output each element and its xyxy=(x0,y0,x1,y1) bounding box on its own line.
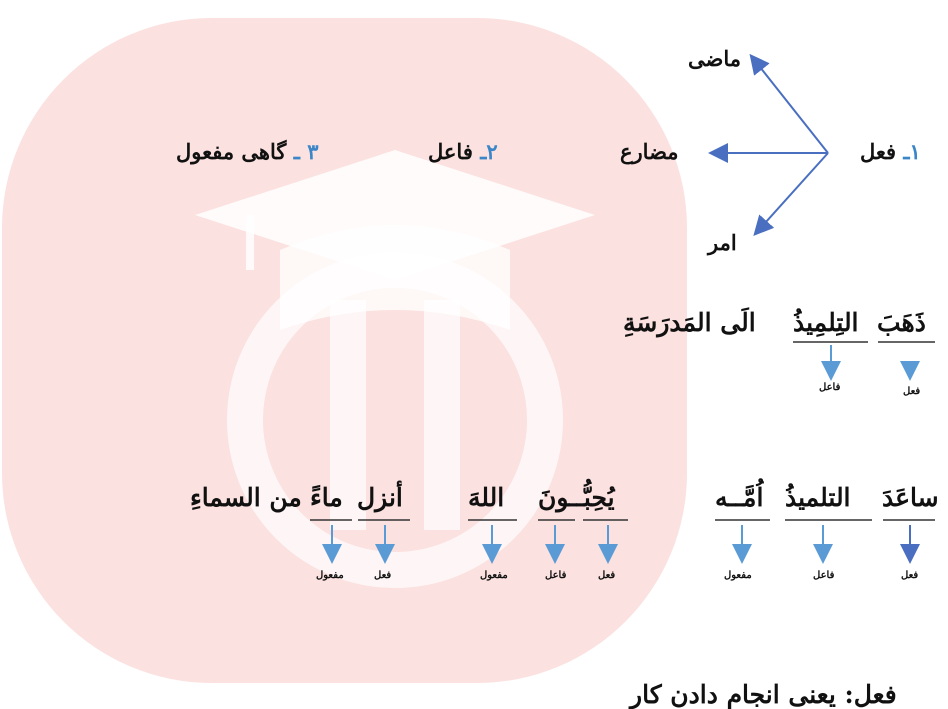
s1-word-2: التِلمِیذُ xyxy=(793,308,859,337)
s2-word-1: ساعَدَ xyxy=(882,483,939,512)
s4-label-mafool: مفعول xyxy=(316,570,344,581)
s3-label-fel: فعل xyxy=(598,570,616,581)
mudari-label: مضارع xyxy=(620,139,679,164)
fael-heading: ۲ـ فاعل xyxy=(428,139,498,164)
fael-word: فاعل xyxy=(428,139,473,164)
s3-label-mafool: مفعول xyxy=(480,570,508,581)
s2-label-mafool: مفعول xyxy=(724,570,752,581)
s2-word-3: اُمَّــه xyxy=(715,483,764,512)
fel-heading: ۱ـ فعل xyxy=(860,139,921,164)
s4-word-1: أنزل xyxy=(357,483,403,512)
s2-label-fael: فاعل xyxy=(813,570,835,581)
s1-label-fael: فاعل xyxy=(819,382,841,393)
s2-label-fel: فعل xyxy=(901,570,919,581)
s4-word-2: ماءً xyxy=(310,483,343,512)
fel-word: فعل xyxy=(860,139,897,164)
s1-word-3: الَی المَدرَسَةِ xyxy=(623,308,756,337)
s3-word-2: اللهَ xyxy=(468,483,505,512)
s1-label-fel: فعل xyxy=(903,386,921,397)
mafool-word: گاهی مفعول xyxy=(176,139,287,164)
s1-word-1: ذَهَبَ xyxy=(877,308,926,337)
s3-label-fael: فاعل xyxy=(545,570,567,581)
fel-number: ۱ـ xyxy=(903,139,921,164)
fel-arrows xyxy=(708,53,829,236)
mafool-heading: ۳ ـ گاهی مفعول xyxy=(176,139,318,164)
amr-label: امر xyxy=(708,230,737,255)
s2-word-2: التلمیذُ xyxy=(785,483,851,512)
s4-word-3: من السماءِ xyxy=(190,483,302,512)
s4-label-fel: فعل xyxy=(374,570,392,581)
footer-definition: فعل: یعنی انجام دادن کار xyxy=(630,680,897,709)
mafool-number: ۳ ـ xyxy=(293,139,319,164)
s3-word-1: یُحِبُّــونَ xyxy=(538,483,615,512)
madi-label: ماضی xyxy=(688,46,741,71)
fael-number: ۲ـ xyxy=(480,139,498,164)
